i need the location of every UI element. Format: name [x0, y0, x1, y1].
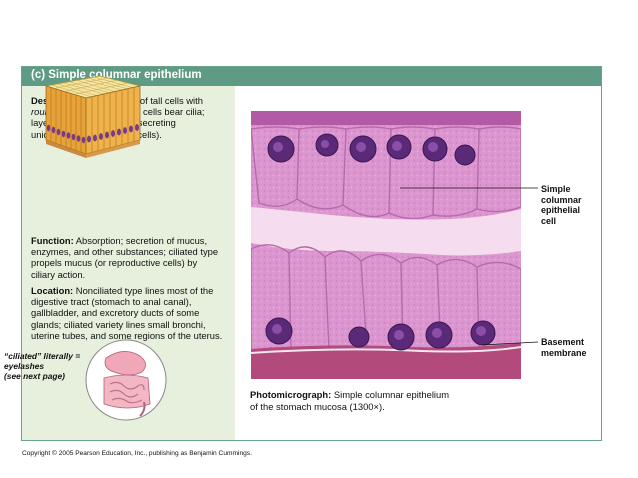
- ciliated-note: “ciliated” literally = eyelashes (see ne…: [4, 351, 94, 381]
- leader-lines: [400, 187, 539, 346]
- location-block: Location: Nonciliated type lines most of…: [31, 285, 222, 341]
- function-label: Function:: [31, 235, 74, 246]
- function-block: Function: Absorption; secretion of mucus…: [31, 235, 218, 280]
- note-line-1: “ciliated” literally =: [4, 351, 81, 361]
- note-line-3: (see next page): [4, 371, 65, 381]
- figure-header: (c) Simple columnar epithelium: [22, 67, 601, 86]
- location-line-2: digestive tract (stomach to anal canal),: [31, 296, 192, 308]
- label-cell-line-3: epithelial: [541, 205, 581, 215]
- copyright-notice: Copyright © 2005 Pearson Education, Inc.…: [22, 450, 252, 457]
- location-line-4: glands; ciliated variety lines small bro…: [31, 318, 206, 330]
- figure-title: (c) Simple columnar epithelium: [31, 69, 202, 81]
- label-cell-line-2: columnar: [541, 194, 582, 205]
- note-line-2: eyelashes: [4, 361, 45, 371]
- label-basement-membrane: Basement membrane: [541, 337, 587, 358]
- label-cell-line-1: Simple: [541, 184, 571, 194]
- description-round: round: [31, 106, 55, 118]
- label-simple-columnar-epithelial-cell: Simple columnar epithelial cell: [541, 184, 582, 226]
- epithelium-cube-illustration: [45, 75, 141, 158]
- description-text-1: Single layer of tall cells with: [85, 95, 203, 106]
- label-membrane-line-2: membrane: [541, 347, 587, 358]
- function-line-3: propels mucus (or reproductive cells) by: [31, 257, 198, 269]
- location-line-3: gallbladder, and excretory ducts of some: [31, 307, 200, 319]
- photomicrograph-caption: Photomicrograph: Simple columnar epithel…: [250, 389, 449, 412]
- caption-label: Photomicrograph:: [250, 389, 332, 400]
- function-line-2: enzymes, and other substances; ciliated …: [31, 246, 219, 258]
- location-line-5: uterine tubes, and some regions of the u…: [31, 329, 223, 341]
- function-line-1: Absorption; secretion of mucus,: [73, 235, 208, 246]
- caption-line-1: Simple columnar epithelium: [331, 389, 450, 400]
- location-label: Location:: [31, 285, 74, 296]
- photomicrograph-image: [251, 111, 521, 379]
- label-membrane-line-1: Basement: [541, 337, 585, 347]
- description-text-2: nuclei; some cells bear cilia;: [85, 106, 205, 118]
- location-line-1: Nonciliated type lines most of the: [73, 285, 214, 296]
- function-line-4: ciliary action.: [31, 268, 86, 280]
- caption-line-2: of the stomach mucosa (1300×).: [250, 400, 385, 412]
- digestive-tract-illustration: [85, 339, 167, 421]
- label-cell-line-4: cell: [541, 215, 557, 226]
